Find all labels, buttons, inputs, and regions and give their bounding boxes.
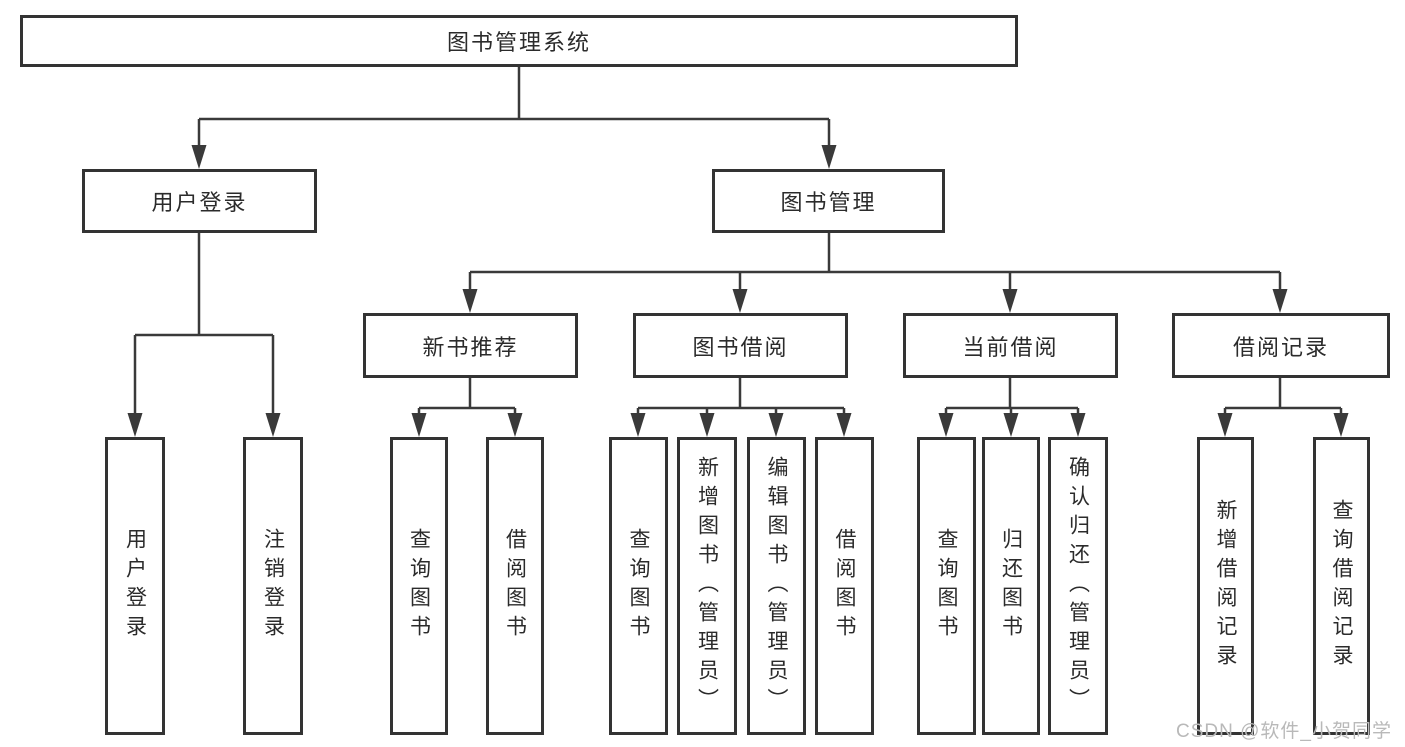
leaf-edit-book-admin-label: 编辑图书（管理员） — [765, 455, 789, 717]
leaf-query-borrow-record: 查询借阅记录 — [1313, 437, 1370, 735]
leaf-borrow-books-label: 借阅图书 — [833, 528, 857, 644]
node-book-borrowing: 图书借阅 — [633, 313, 848, 378]
node-book-management: 图书管理 — [712, 169, 945, 233]
leaf-query-books-recommend-label: 查询图书 — [407, 528, 431, 644]
leaf-query-books-current-label: 查询图书 — [935, 528, 959, 644]
leaf-confirm-return-admin: 确认归还（管理员） — [1048, 437, 1108, 735]
leaf-user-login-label: 用户登录 — [123, 528, 147, 644]
watermark-text: CSDN @软件_小贺同学 — [1176, 721, 1392, 742]
leaf-return-books: 归还图书 — [982, 437, 1040, 735]
node-library-system-label: 图书管理系统 — [446, 30, 591, 55]
leaf-user-login: 用户登录 — [105, 437, 165, 735]
leaf-query-books-borrowing-label: 查询图书 — [627, 528, 651, 644]
node-current-borrowing: 当前借阅 — [903, 313, 1118, 378]
leaf-add-borrow-record-label: 新增借阅记录 — [1214, 499, 1238, 673]
node-user-login: 用户登录 — [82, 169, 317, 233]
node-user-login-label: 用户登录 — [151, 190, 248, 215]
leaf-borrow-books-recommend-label: 借阅图书 — [503, 528, 527, 644]
arrowheads — [127, 145, 1349, 437]
leaf-query-books-current: 查询图书 — [917, 437, 976, 735]
leaf-borrow-books: 借阅图书 — [815, 437, 874, 735]
node-book-management-label: 图书管理 — [780, 190, 877, 215]
node-book-borrowing-label: 图书借阅 — [692, 334, 789, 360]
leaf-edit-book-admin: 编辑图书（管理员） — [747, 437, 806, 735]
leaf-logout: 注销登录 — [243, 437, 303, 735]
leaf-confirm-return-admin-label: 确认归还（管理员） — [1066, 455, 1090, 717]
node-current-borrowing-label: 当前借阅 — [962, 334, 1059, 360]
leaf-return-books-label: 归还图书 — [999, 528, 1023, 644]
leaf-logout-label: 注销登录 — [261, 528, 285, 644]
node-borrowing-records-label: 借阅记录 — [1232, 334, 1329, 360]
leaf-add-book-admin: 新增图书（管理员） — [677, 437, 737, 735]
node-new-book-recommend-label: 新书推荐 — [422, 334, 519, 360]
leaf-add-borrow-record: 新增借阅记录 — [1197, 437, 1254, 735]
leaf-query-borrow-record-label: 查询借阅记录 — [1330, 499, 1354, 673]
leaf-add-book-admin-label: 新增图书（管理员） — [695, 455, 719, 717]
leaf-borrow-books-recommend: 借阅图书 — [486, 437, 544, 735]
leaf-query-books-recommend: 查询图书 — [390, 437, 448, 735]
node-library-system: 图书管理系统 — [20, 15, 1018, 67]
leaf-query-books-borrowing: 查询图书 — [609, 437, 668, 735]
node-new-book-recommend: 新书推荐 — [363, 313, 578, 378]
node-borrowing-records: 借阅记录 — [1172, 313, 1390, 378]
